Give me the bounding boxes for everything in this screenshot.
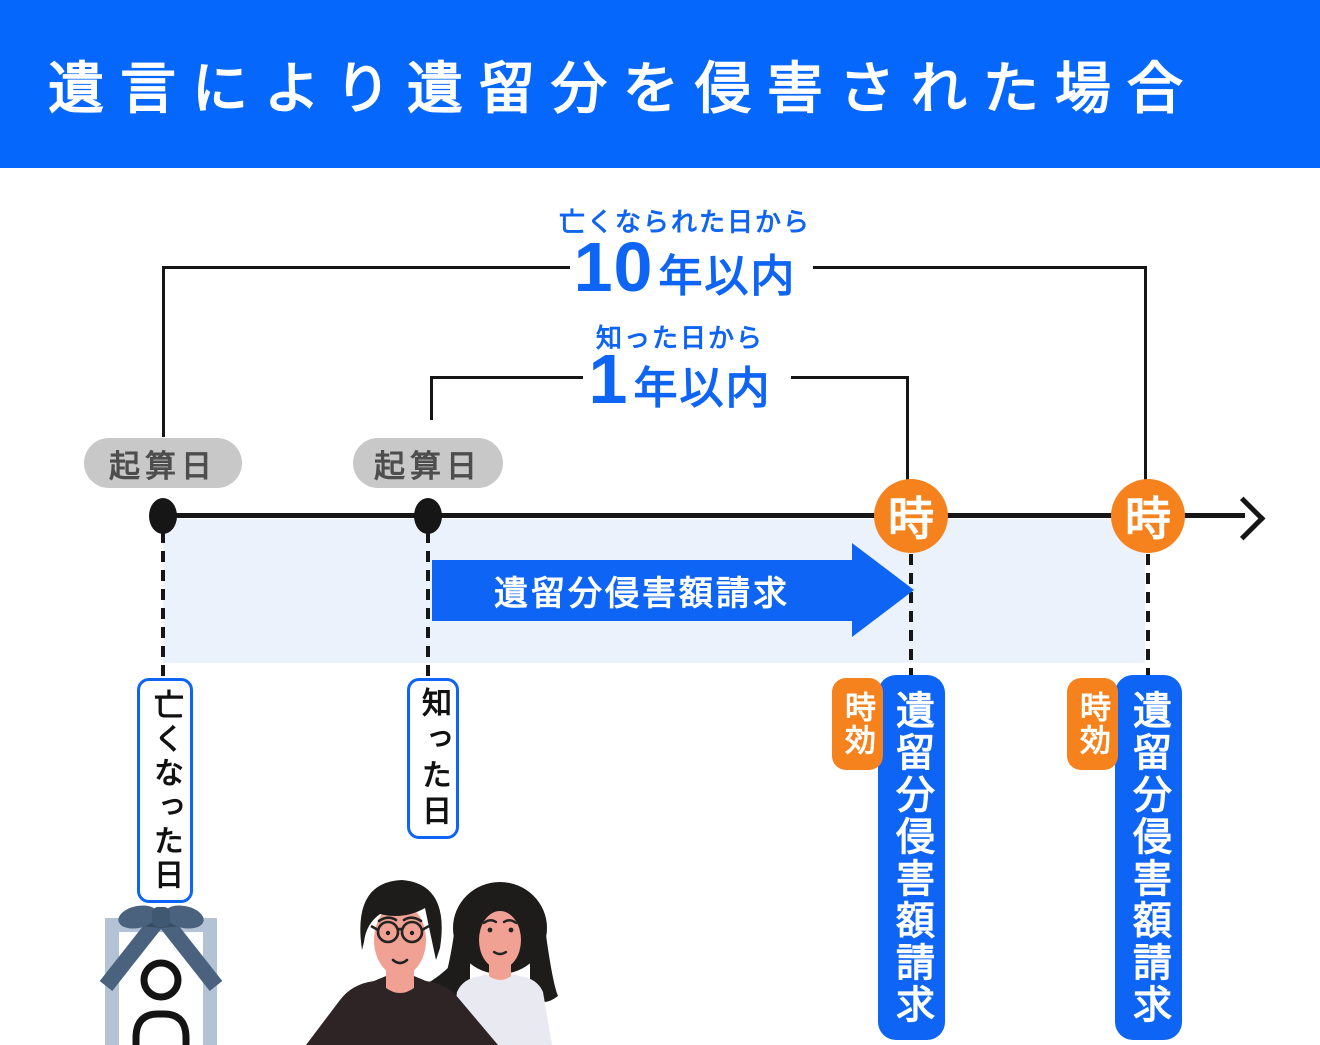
deadline-circle-1y: 時 — [874, 479, 948, 553]
statute-badge-1y: 時効 — [832, 678, 883, 770]
period-1y-unit: 年以内 — [633, 364, 772, 413]
bracket-10y-line-right — [813, 266, 1147, 269]
bracket-10y-drop-right — [1144, 266, 1147, 480]
period-10y-unit: 年以内 — [658, 252, 797, 301]
dashline-knowing — [426, 532, 430, 678]
couple-icon — [306, 880, 558, 1045]
bracket-1y-drop-right — [906, 376, 909, 480]
statute-badge-10y: 時効 — [1067, 678, 1118, 770]
timeline-dot-knowing — [414, 498, 442, 534]
start-marker-death: 起算日 — [84, 438, 242, 488]
timeline-dot-death — [149, 498, 177, 534]
memorial-photo-icon — [99, 905, 223, 1045]
period-10y-caption: 亡くなられた日から — [558, 207, 811, 237]
bracket-1y-line-right — [791, 376, 909, 379]
claim-arrow-head-icon — [852, 543, 914, 637]
timeline-axis — [163, 513, 1245, 518]
bracket-1y-drop-left — [430, 376, 433, 420]
bracket-10y-drop-left — [162, 266, 165, 437]
period-1y-number: 1 — [588, 340, 629, 418]
dashline-deadline-10y — [1146, 554, 1150, 675]
claim-pill-1y: 遺留分侵害額請求 — [878, 675, 945, 1040]
start-marker-knowing: 起算日 — [353, 438, 503, 488]
bracket-1y-line-left — [432, 376, 583, 379]
header-banner: 遺言により遺留分を侵害された場合 — [0, 0, 1320, 168]
page-title: 遺言により遺留分を侵害された場合 — [48, 56, 1199, 120]
event-label-death: 亡くなった日 — [137, 678, 193, 903]
period-1y-caption: 知った日から — [595, 323, 764, 353]
bracket-10y-line-left — [163, 266, 570, 269]
deadline-circle-10y: 時 — [1111, 479, 1185, 553]
timeline-arrowhead-icon — [1221, 496, 1266, 541]
claim-pill-10y: 遺留分侵害額請求 — [1115, 675, 1182, 1040]
period-10y-number: 10 — [573, 228, 654, 306]
dashline-death — [161, 532, 165, 678]
claim-arrow: 遺留分侵害額請求 — [432, 560, 852, 621]
event-label-knowing: 知った日 — [407, 678, 459, 839]
